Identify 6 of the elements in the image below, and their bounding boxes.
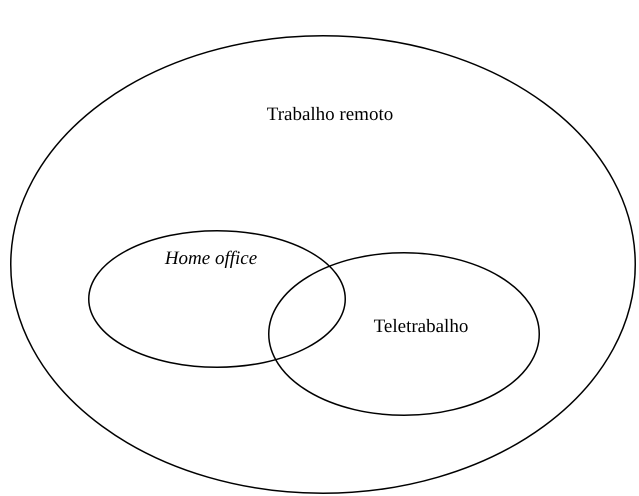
set-ellipse [268, 252, 540, 416]
set-label: Teletrabalho [374, 316, 468, 338]
set-ellipse [88, 230, 346, 368]
set-ellipse [10, 35, 636, 494]
set-label: Home office [164, 248, 258, 270]
set-label: Trabalho remoto [266, 104, 394, 126]
